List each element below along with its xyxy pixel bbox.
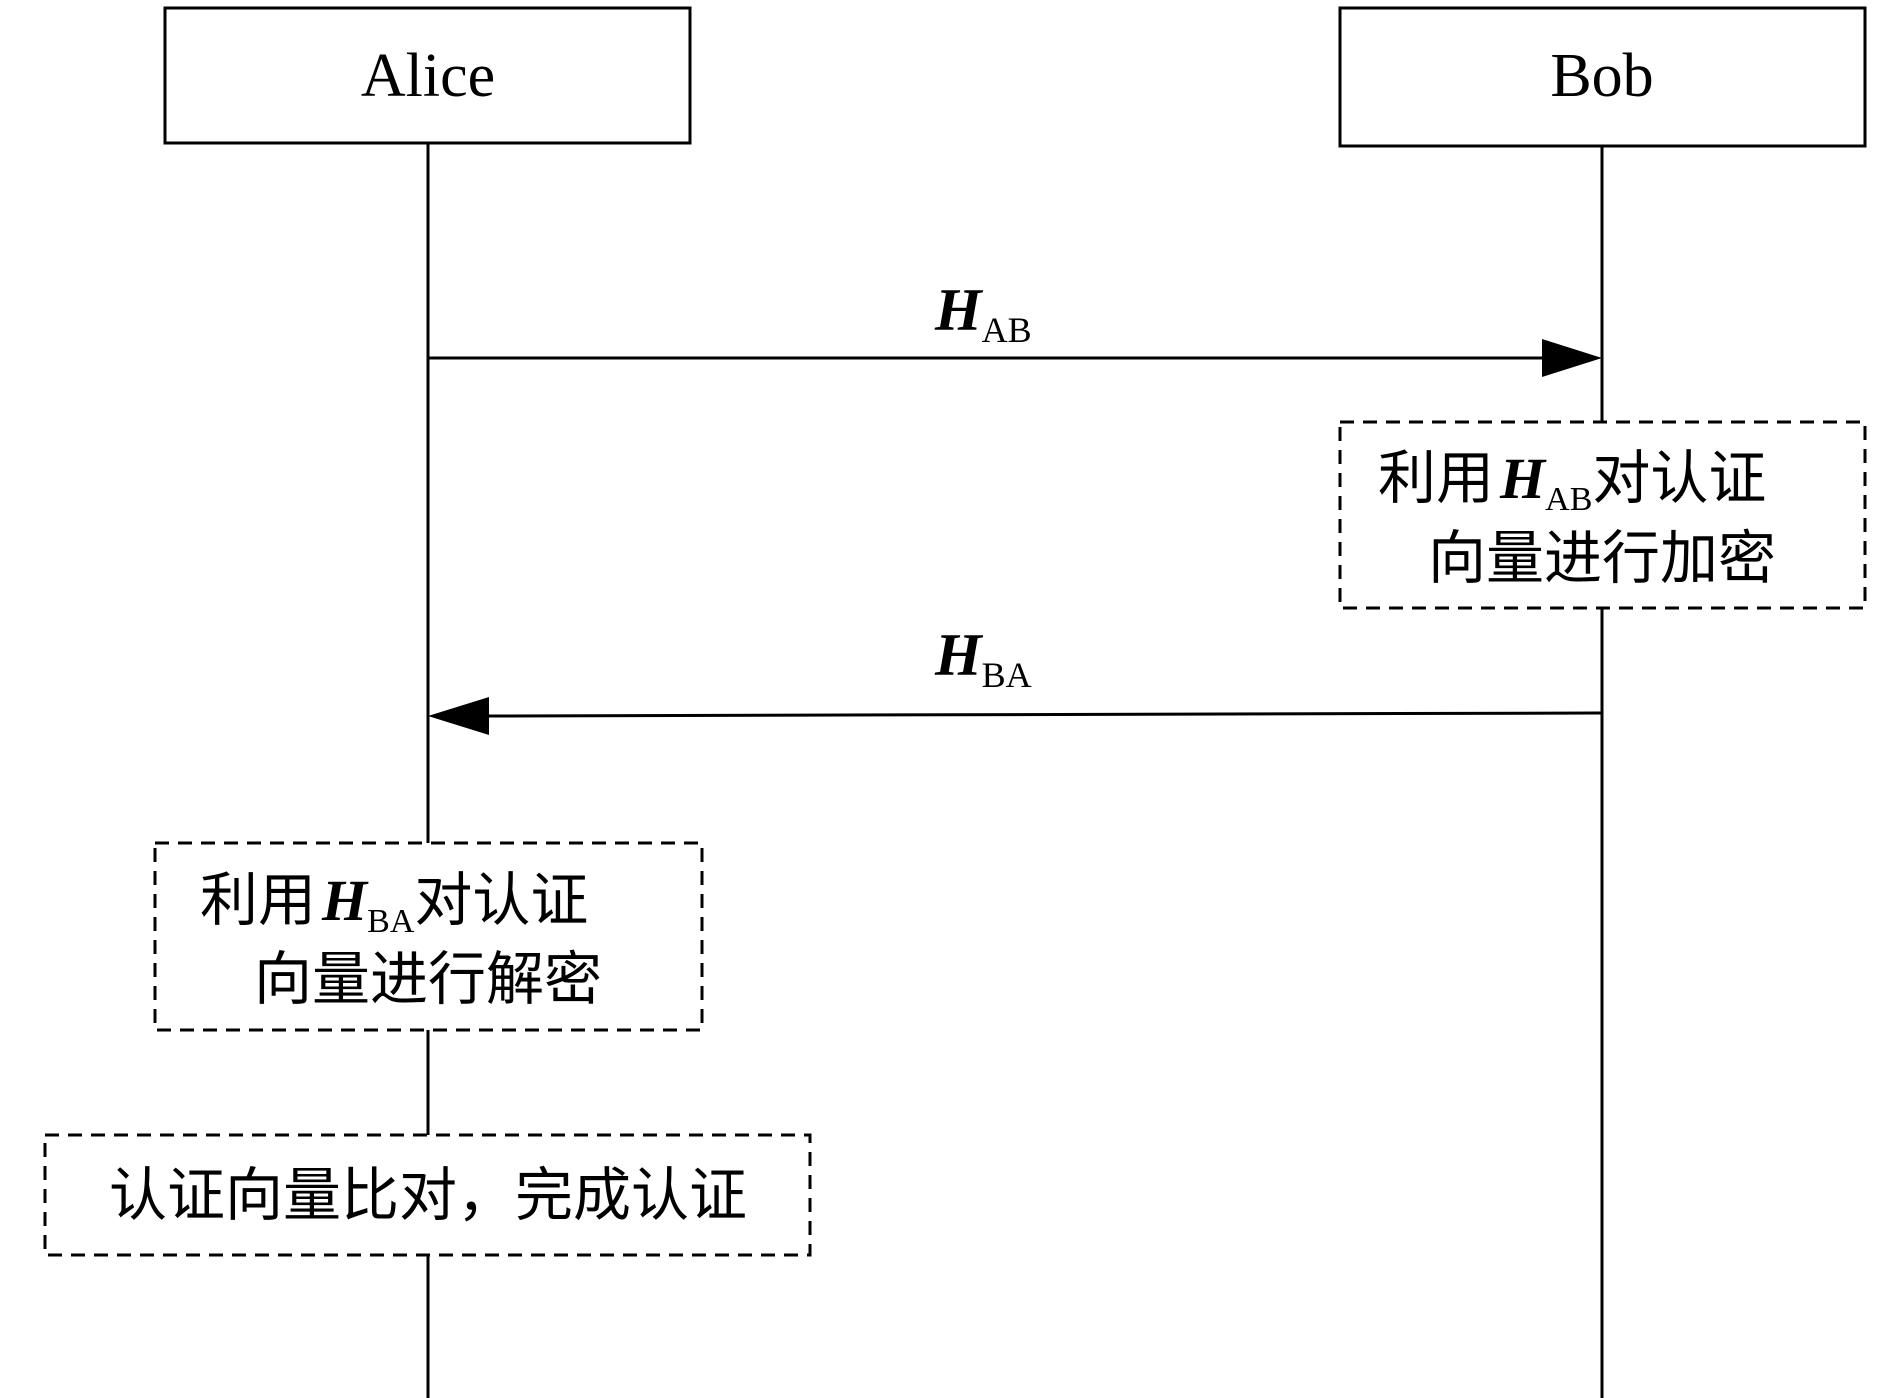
svg-text:HBA: HBA	[934, 622, 1032, 695]
note-bob-suffix: 对认证	[1592, 444, 1766, 512]
arrowhead-left-icon	[428, 697, 489, 735]
note-alice-line2: 向量进行解密	[254, 945, 602, 1013]
note-alice-compare: 认证向量比对，完成认证	[43, 1133, 812, 1257]
message-ba: HBA	[428, 622, 1603, 735]
note-alice-suffix: 对认证	[414, 866, 588, 934]
participant-alice-label: Alice	[361, 42, 495, 110]
message-ab-var: H	[934, 277, 984, 343]
message-ba-sub: BA	[982, 655, 1032, 695]
note-bob-var: H	[1499, 446, 1547, 511]
note-alice-prefix: 利用	[200, 866, 316, 934]
participant-bob-label: Bob	[1550, 42, 1653, 110]
arrowhead-right-icon	[1542, 339, 1602, 377]
note-bob-prefix: 利用	[1378, 444, 1494, 512]
message-ab-sub: AB	[982, 310, 1032, 350]
participant-alice: Alice	[163, 6, 692, 145]
note-alice-sub: BA	[367, 903, 415, 940]
note-bob-line2: 向量进行加密	[1428, 524, 1776, 592]
note-bob-sub: AB	[1545, 481, 1592, 518]
message-ba-var: H	[934, 622, 984, 688]
message-ab: HAB	[428, 277, 1602, 377]
note-alice-var: H	[321, 868, 369, 933]
participant-bob: Bob	[1338, 6, 1867, 148]
note-alice-compare-text: 认证向量比对，完成认证	[109, 1161, 747, 1229]
svg-text:HAB: HAB	[934, 277, 1032, 350]
